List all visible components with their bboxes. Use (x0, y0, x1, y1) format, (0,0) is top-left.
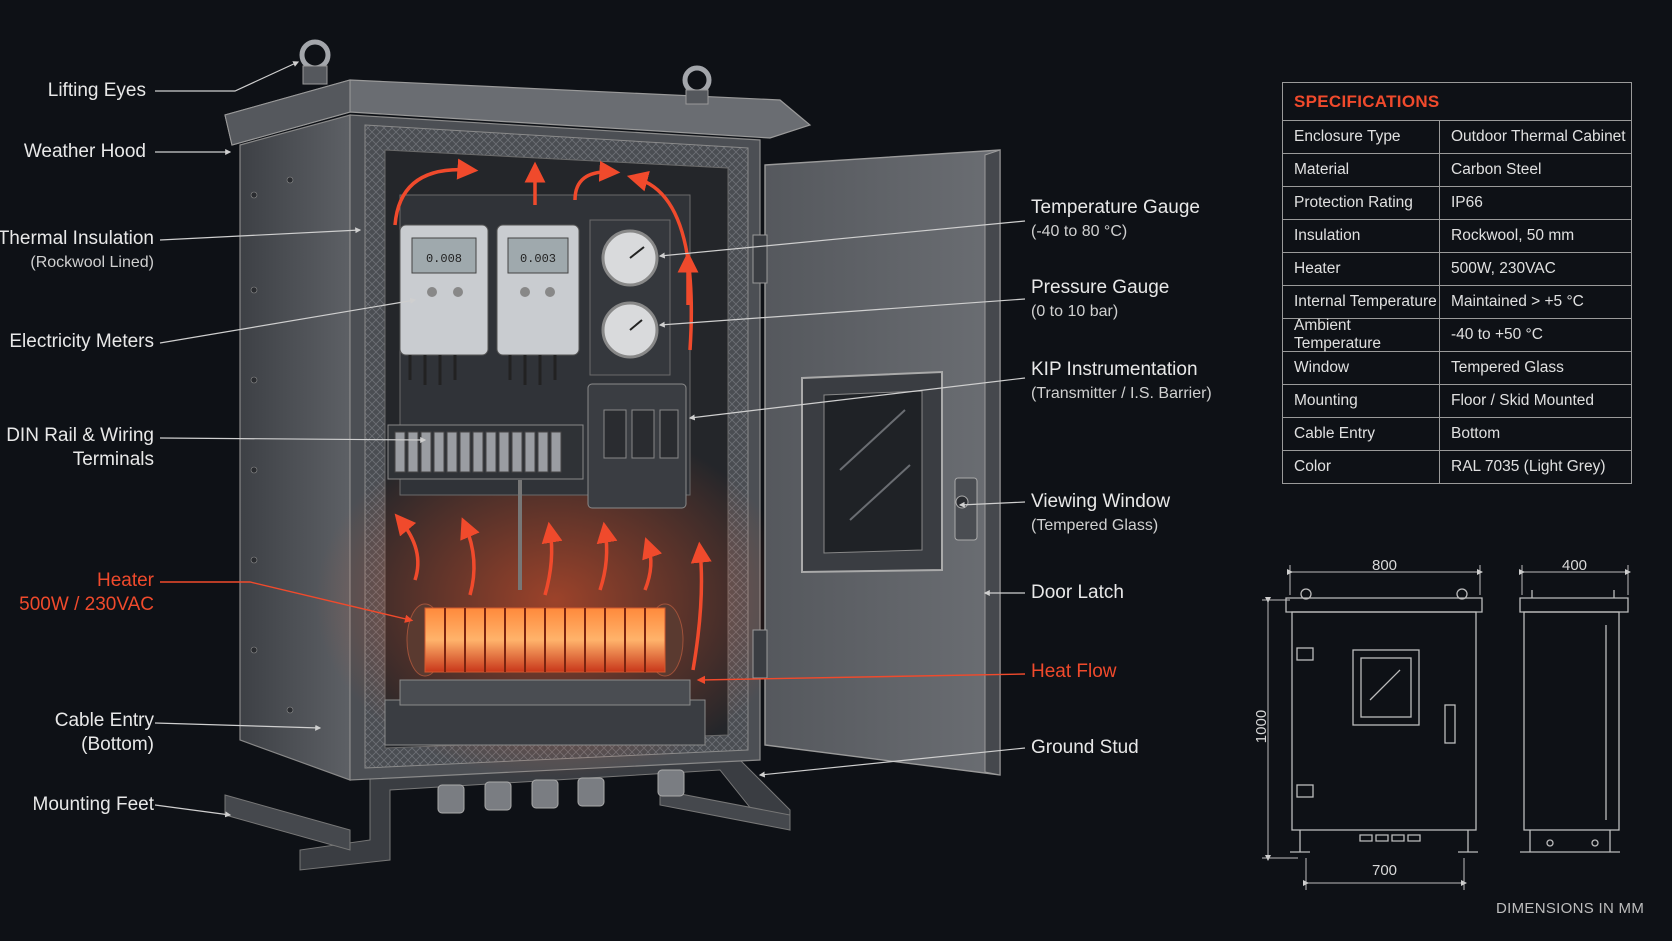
side-view-drawing (1519, 590, 1629, 853)
spec-key: Heater (1283, 253, 1440, 285)
specifications-table: SPECIFICATIONS Enclosure Type Outdoor The… (1282, 82, 1632, 484)
spec-value: 500W, 230VAC (1451, 260, 1556, 277)
dimensions-note: DIMENSIONS IN MM (1496, 900, 1645, 917)
spec-key: Mounting (1283, 385, 1440, 417)
label-thermal-insulation: Thermal Insulation(Rockwool Lined) (0, 227, 154, 275)
spec-row: Mounting Floor / Skid Mounted (1283, 385, 1631, 418)
svg-text:0.003: 0.003 (520, 252, 556, 266)
dimension-lines (1262, 565, 1631, 890)
label-heater-sub: 500W / 230VAC (19, 594, 154, 615)
label-kip-instrumentation-sub: (Transmitter / I.S. Barrier) (1031, 385, 1212, 402)
spec-key: Insulation (1283, 220, 1440, 252)
spec-row: Internal Temperature Maintained > +5 °C (1283, 286, 1631, 319)
spec-value: IP66 (1451, 194, 1483, 211)
dimension-height: 1000 (1253, 709, 1271, 744)
spec-value: Tempered Glass (1451, 359, 1564, 376)
svg-text:0.008: 0.008 (426, 252, 462, 266)
spec-value: Bottom (1451, 425, 1501, 442)
cable-glands (437, 769, 685, 814)
spec-row: Insulation Rockwool, 50 mm (1283, 220, 1631, 253)
spec-key: Color (1283, 451, 1440, 483)
cabinet-side-panel (239, 114, 351, 781)
label-weather-hood: Weather Hood (23, 141, 146, 162)
electricity-meters: 0.008 0.003 (399, 224, 580, 385)
spec-value: Floor / Skid Mounted (1451, 392, 1595, 409)
spec-key: Protection Rating (1283, 187, 1440, 219)
dimension-base-width: 700 (1372, 862, 1398, 879)
spec-value: Rockwool, 50 mm (1451, 227, 1575, 244)
front-view-drawing (1285, 588, 1483, 853)
label-electricity-meters: Electricity Meters (9, 331, 154, 352)
spec-value: RAL 7035 (Light Grey) (1451, 458, 1606, 475)
spec-row: Heater 500W, 230VAC (1283, 253, 1631, 286)
spec-key: Window (1283, 352, 1440, 384)
spec-key: Internal Temperature (1283, 286, 1440, 318)
dimension-width-top: 800 (1372, 557, 1398, 574)
label-cable-entry: Cable Entry(Bottom) (54, 710, 154, 755)
heater (384, 603, 706, 746)
spec-row: Ambient Temperature -40 to +50 °C (1283, 317, 1631, 352)
spec-key: Ambient Temperature (1283, 317, 1440, 352)
cabinet-door (752, 149, 1001, 776)
spec-row: Enclosure Type Outdoor Thermal Cabinet (1283, 121, 1631, 154)
spec-key: Cable Entry (1283, 418, 1440, 450)
spec-row: Window Tempered Glass (1283, 352, 1631, 385)
callout-leaders (154, 61, 1026, 818)
spec-value: Outdoor Thermal Cabinet (1451, 128, 1626, 145)
spec-row: Protection Rating IP66 (1283, 187, 1631, 220)
dimension-depth: 400 (1562, 557, 1588, 574)
gauges (589, 219, 671, 376)
spec-row: Color RAL 7035 (Light Grey) (1283, 451, 1631, 483)
heat-flow-arrows (393, 158, 712, 671)
spec-value: Carbon Steel (1451, 161, 1542, 178)
spec-key: Material (1283, 154, 1440, 186)
label-pressure-gauge: Pressure Gauge(0 to 10 bar) (1031, 276, 1169, 324)
spec-row: Cable Entry Bottom (1283, 418, 1631, 451)
spec-row: Material Carbon Steel (1283, 154, 1631, 187)
label-viewing-window-sub: (Tempered Glass) (1031, 517, 1159, 534)
side-rivets (250, 176, 294, 714)
label-lifting-eyes: Lifting Eyes (47, 80, 146, 101)
label-din-rail-sub: Terminals (72, 449, 154, 470)
label-thermal-insulation-sub: (Rockwool Lined) (30, 254, 154, 271)
din-rail-terminals (387, 424, 584, 590)
label-mounting-feet: Mounting Feet (32, 794, 154, 815)
specifications-title: SPECIFICATIONS (1283, 83, 1631, 121)
label-kip-instrumentation: KIP Instrumentation(Transmitter / I.S. B… (1031, 358, 1212, 406)
label-temperature-gauge-sub: (-40 to 80 °C) (1031, 223, 1128, 240)
label-temperature-gauge: Temperature Gauge(-40 to 80 °C) (1031, 196, 1200, 244)
spec-key: Enclosure Type (1283, 121, 1440, 153)
label-door-latch: Door Latch (1031, 582, 1124, 603)
label-pressure-gauge-sub: (0 to 10 bar) (1031, 303, 1119, 320)
callout-leaders-red (160, 581, 1026, 685)
label-heat-flow: Heat Flow (1031, 661, 1117, 682)
label-ground-stud: Ground Stud (1031, 737, 1139, 758)
label-cable-entry-sub: (Bottom) (81, 734, 154, 755)
spec-value: Maintained > +5 °C (1451, 293, 1584, 310)
label-viewing-window: Viewing Window(Tempered Glass) (1031, 490, 1170, 538)
spec-value: -40 to +50 °C (1451, 326, 1543, 343)
kip-instrumentation (587, 383, 687, 509)
